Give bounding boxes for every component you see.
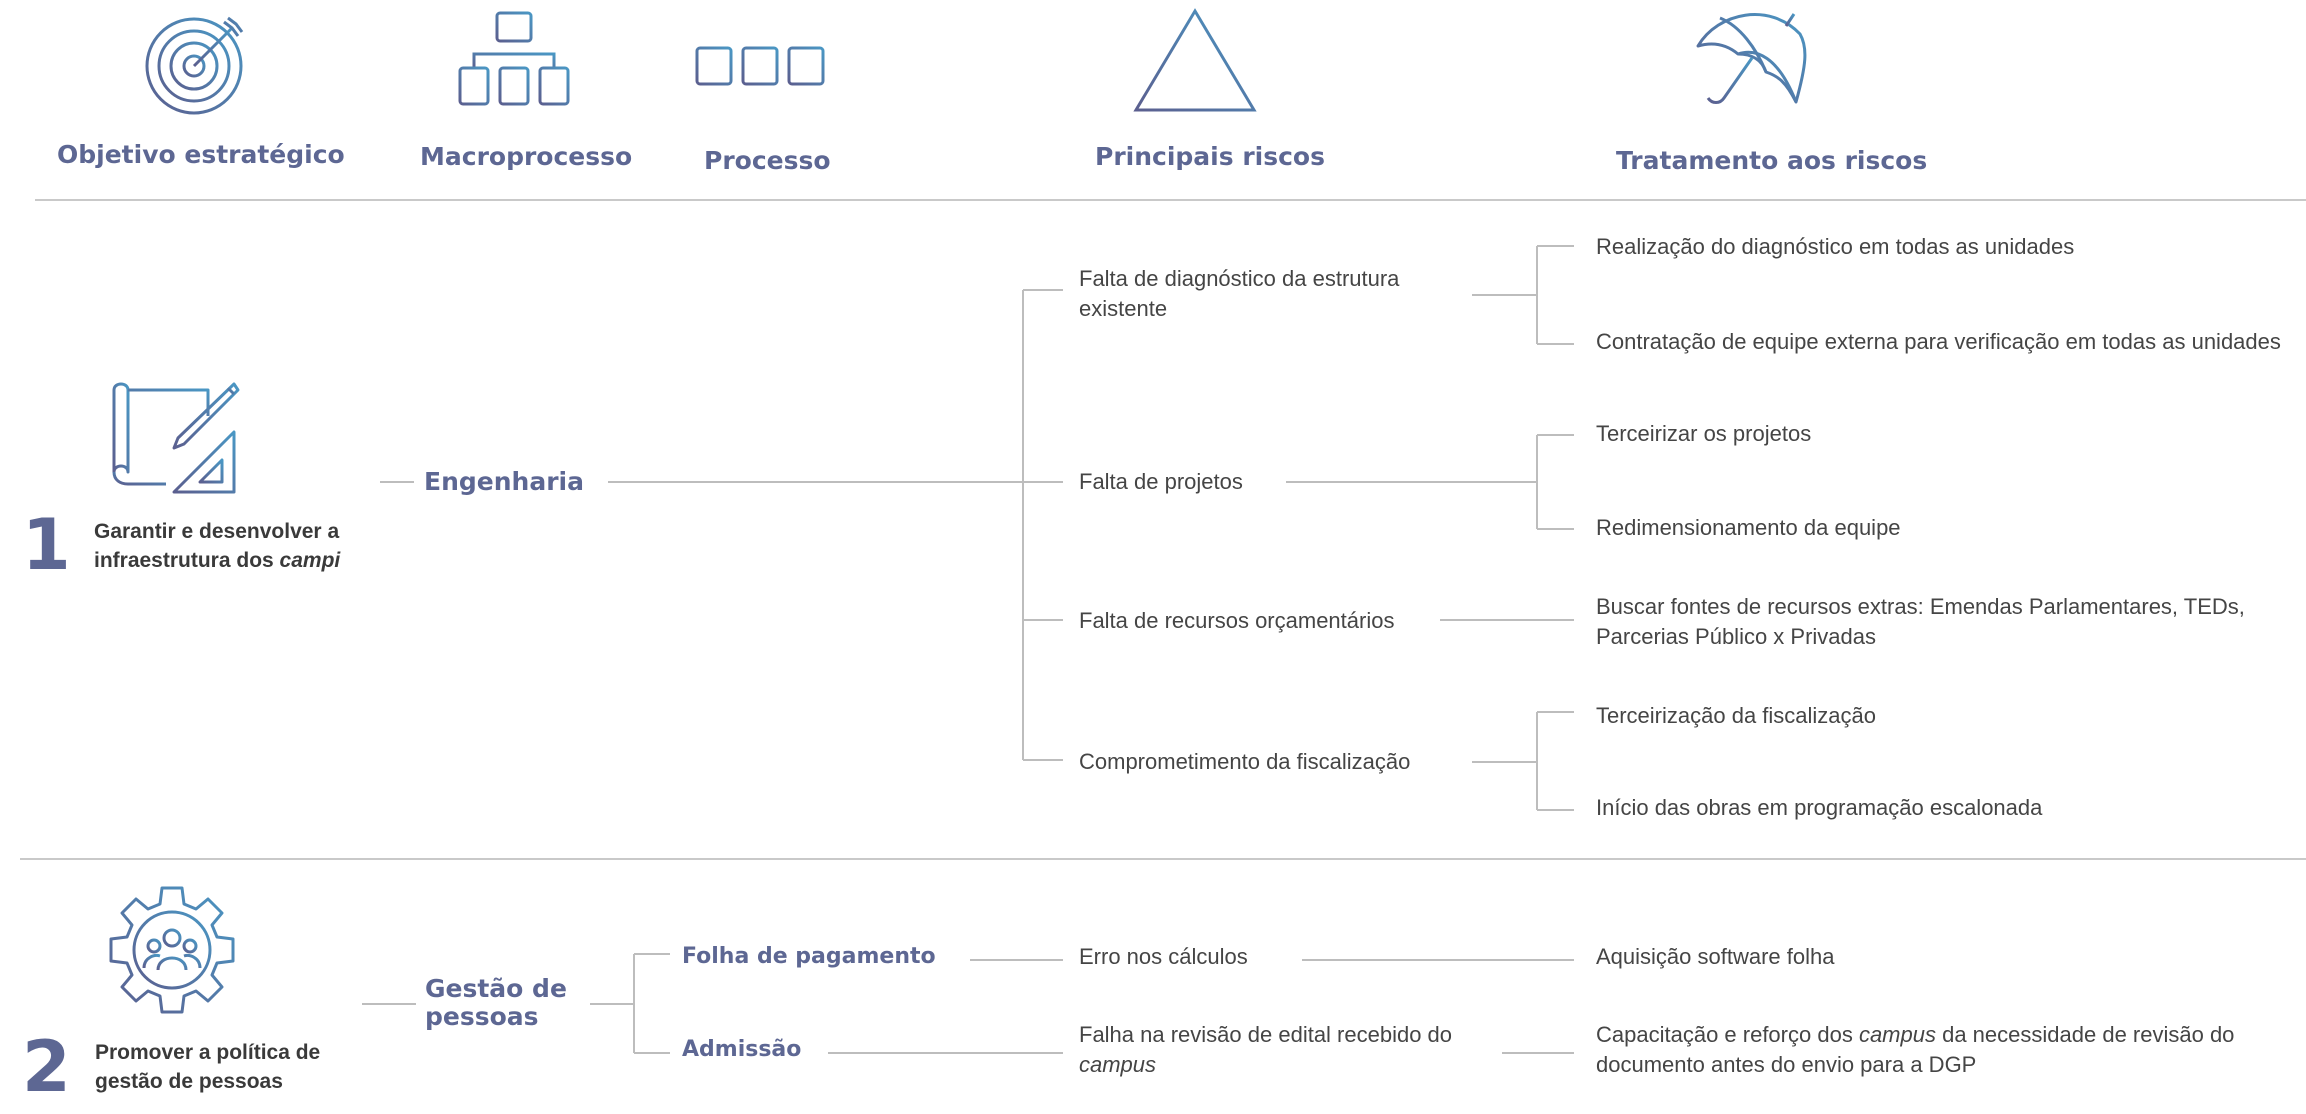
risk-item: Comprometimento da fiscalização bbox=[1079, 749, 1411, 774]
hierarchy-icon bbox=[458, 11, 570, 106]
gear-people-icon bbox=[109, 886, 235, 1014]
header-objective: Objetivo estratégico bbox=[57, 140, 345, 169]
blueprint-pencil-triangle-icon bbox=[112, 382, 240, 494]
objective-title-line2: infraestrutura dos bbox=[94, 549, 280, 572]
umbrella-icon bbox=[1696, 13, 1807, 104]
treatment-item: Buscar fontes de recursos extras: Emenda… bbox=[1596, 594, 2245, 649]
treatment-item: Realização do diagnóstico em todas as un… bbox=[1596, 234, 2075, 259]
macroprocess-label: Gestão de pessoas bbox=[425, 975, 567, 1031]
risk-text: Falha na revisão de edital recebido do bbox=[1079, 1022, 1453, 1047]
warning-triangle-icon bbox=[1133, 8, 1257, 112]
treatment-item: Capacitação e reforço dos campus da nece… bbox=[1596, 1020, 2276, 1080]
process-chain-icon bbox=[695, 46, 825, 86]
header-treatment: Tratamento aos riscos bbox=[1616, 146, 1928, 175]
treatment-text-italic: campus bbox=[1858, 1022, 1936, 1047]
treatment-item: Terceirização da fiscalização bbox=[1596, 703, 1877, 728]
section-divider bbox=[20, 858, 2306, 860]
treatment-item: Aquisição software folha bbox=[1596, 944, 1835, 969]
risk-item: Falta de projetos bbox=[1079, 469, 1243, 494]
header-divider bbox=[35, 199, 2306, 201]
objective-number: 1 bbox=[22, 504, 71, 586]
macroprocess-label: Engenharia bbox=[424, 467, 584, 496]
risk-item: Erro nos cálculos bbox=[1079, 944, 1248, 969]
process-label: Folha de pagamento bbox=[682, 944, 936, 969]
risk-text-italic: campus bbox=[1079, 1052, 1157, 1077]
objective-number: 2 bbox=[22, 1026, 71, 1108]
macroprocess-line2: pessoas bbox=[425, 1002, 539, 1031]
header-macroprocess: Macroprocesso bbox=[420, 142, 633, 171]
treatment-item: Redimensionamento da equipe bbox=[1596, 515, 1901, 540]
risk-item: Falta de diagnóstico da estrutura existe… bbox=[1079, 266, 1400, 321]
objective-title-line1: Promover a política de bbox=[95, 1041, 321, 1064]
header-risks: Principais riscos bbox=[1095, 142, 1325, 171]
header-process: Processo bbox=[704, 146, 831, 175]
objective-title-italic: campi bbox=[279, 549, 341, 572]
risk-item: Falta de recursos orçamentários bbox=[1079, 608, 1395, 633]
treatment-text: Capacitação e reforço dos bbox=[1596, 1022, 1859, 1047]
macroprocess-line1: Gestão de bbox=[425, 974, 567, 1003]
treatment-item: Início das obras em programação escalona… bbox=[1596, 795, 2043, 820]
risk-item: Falha na revisão de edital recebido do c… bbox=[1079, 1020, 1499, 1080]
objective-title: Promover a política de gestão de pessoas bbox=[95, 1038, 320, 1096]
process-label: Admissão bbox=[682, 1037, 802, 1062]
objective-title-line1: Garantir e desenvolver a bbox=[94, 520, 340, 543]
objective-title-line2: gestão de pessoas bbox=[95, 1070, 283, 1093]
objective-title: Garantir e desenvolver a infraestrutura … bbox=[94, 517, 340, 575]
treatment-item: Terceirizar os projetos bbox=[1596, 421, 1812, 446]
treatment-item: Contratação de equipe externa para verif… bbox=[1596, 329, 2281, 354]
treatment-text-suffix: da necessidade de revisão do documento a… bbox=[1596, 1022, 2235, 1077]
target-icon bbox=[145, 16, 244, 115]
